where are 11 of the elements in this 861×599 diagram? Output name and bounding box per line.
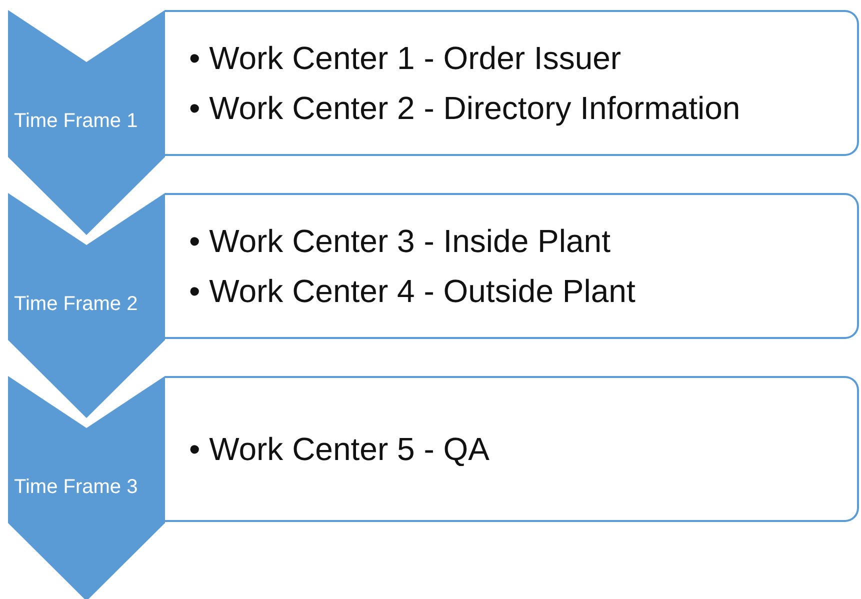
chevron-label: Time Frame 2 [14,293,138,316]
chevron-label: Time Frame 3 [14,476,138,499]
chevron-label: Time Frame 1 [14,110,138,133]
list-item: • Work Center 1 - Order Issuer [189,39,622,78]
list-panel [165,193,859,339]
list-item: • Work Center 2 - Directory Information [189,89,742,128]
list-item: • Work Center 3 - Inside Plant [189,222,612,261]
list-panel [165,376,859,522]
list-panel [165,10,859,156]
list-item: • Work Center 4 - Outside Plant [189,272,636,311]
list-item: • Work Center 5 - QA [189,430,490,469]
